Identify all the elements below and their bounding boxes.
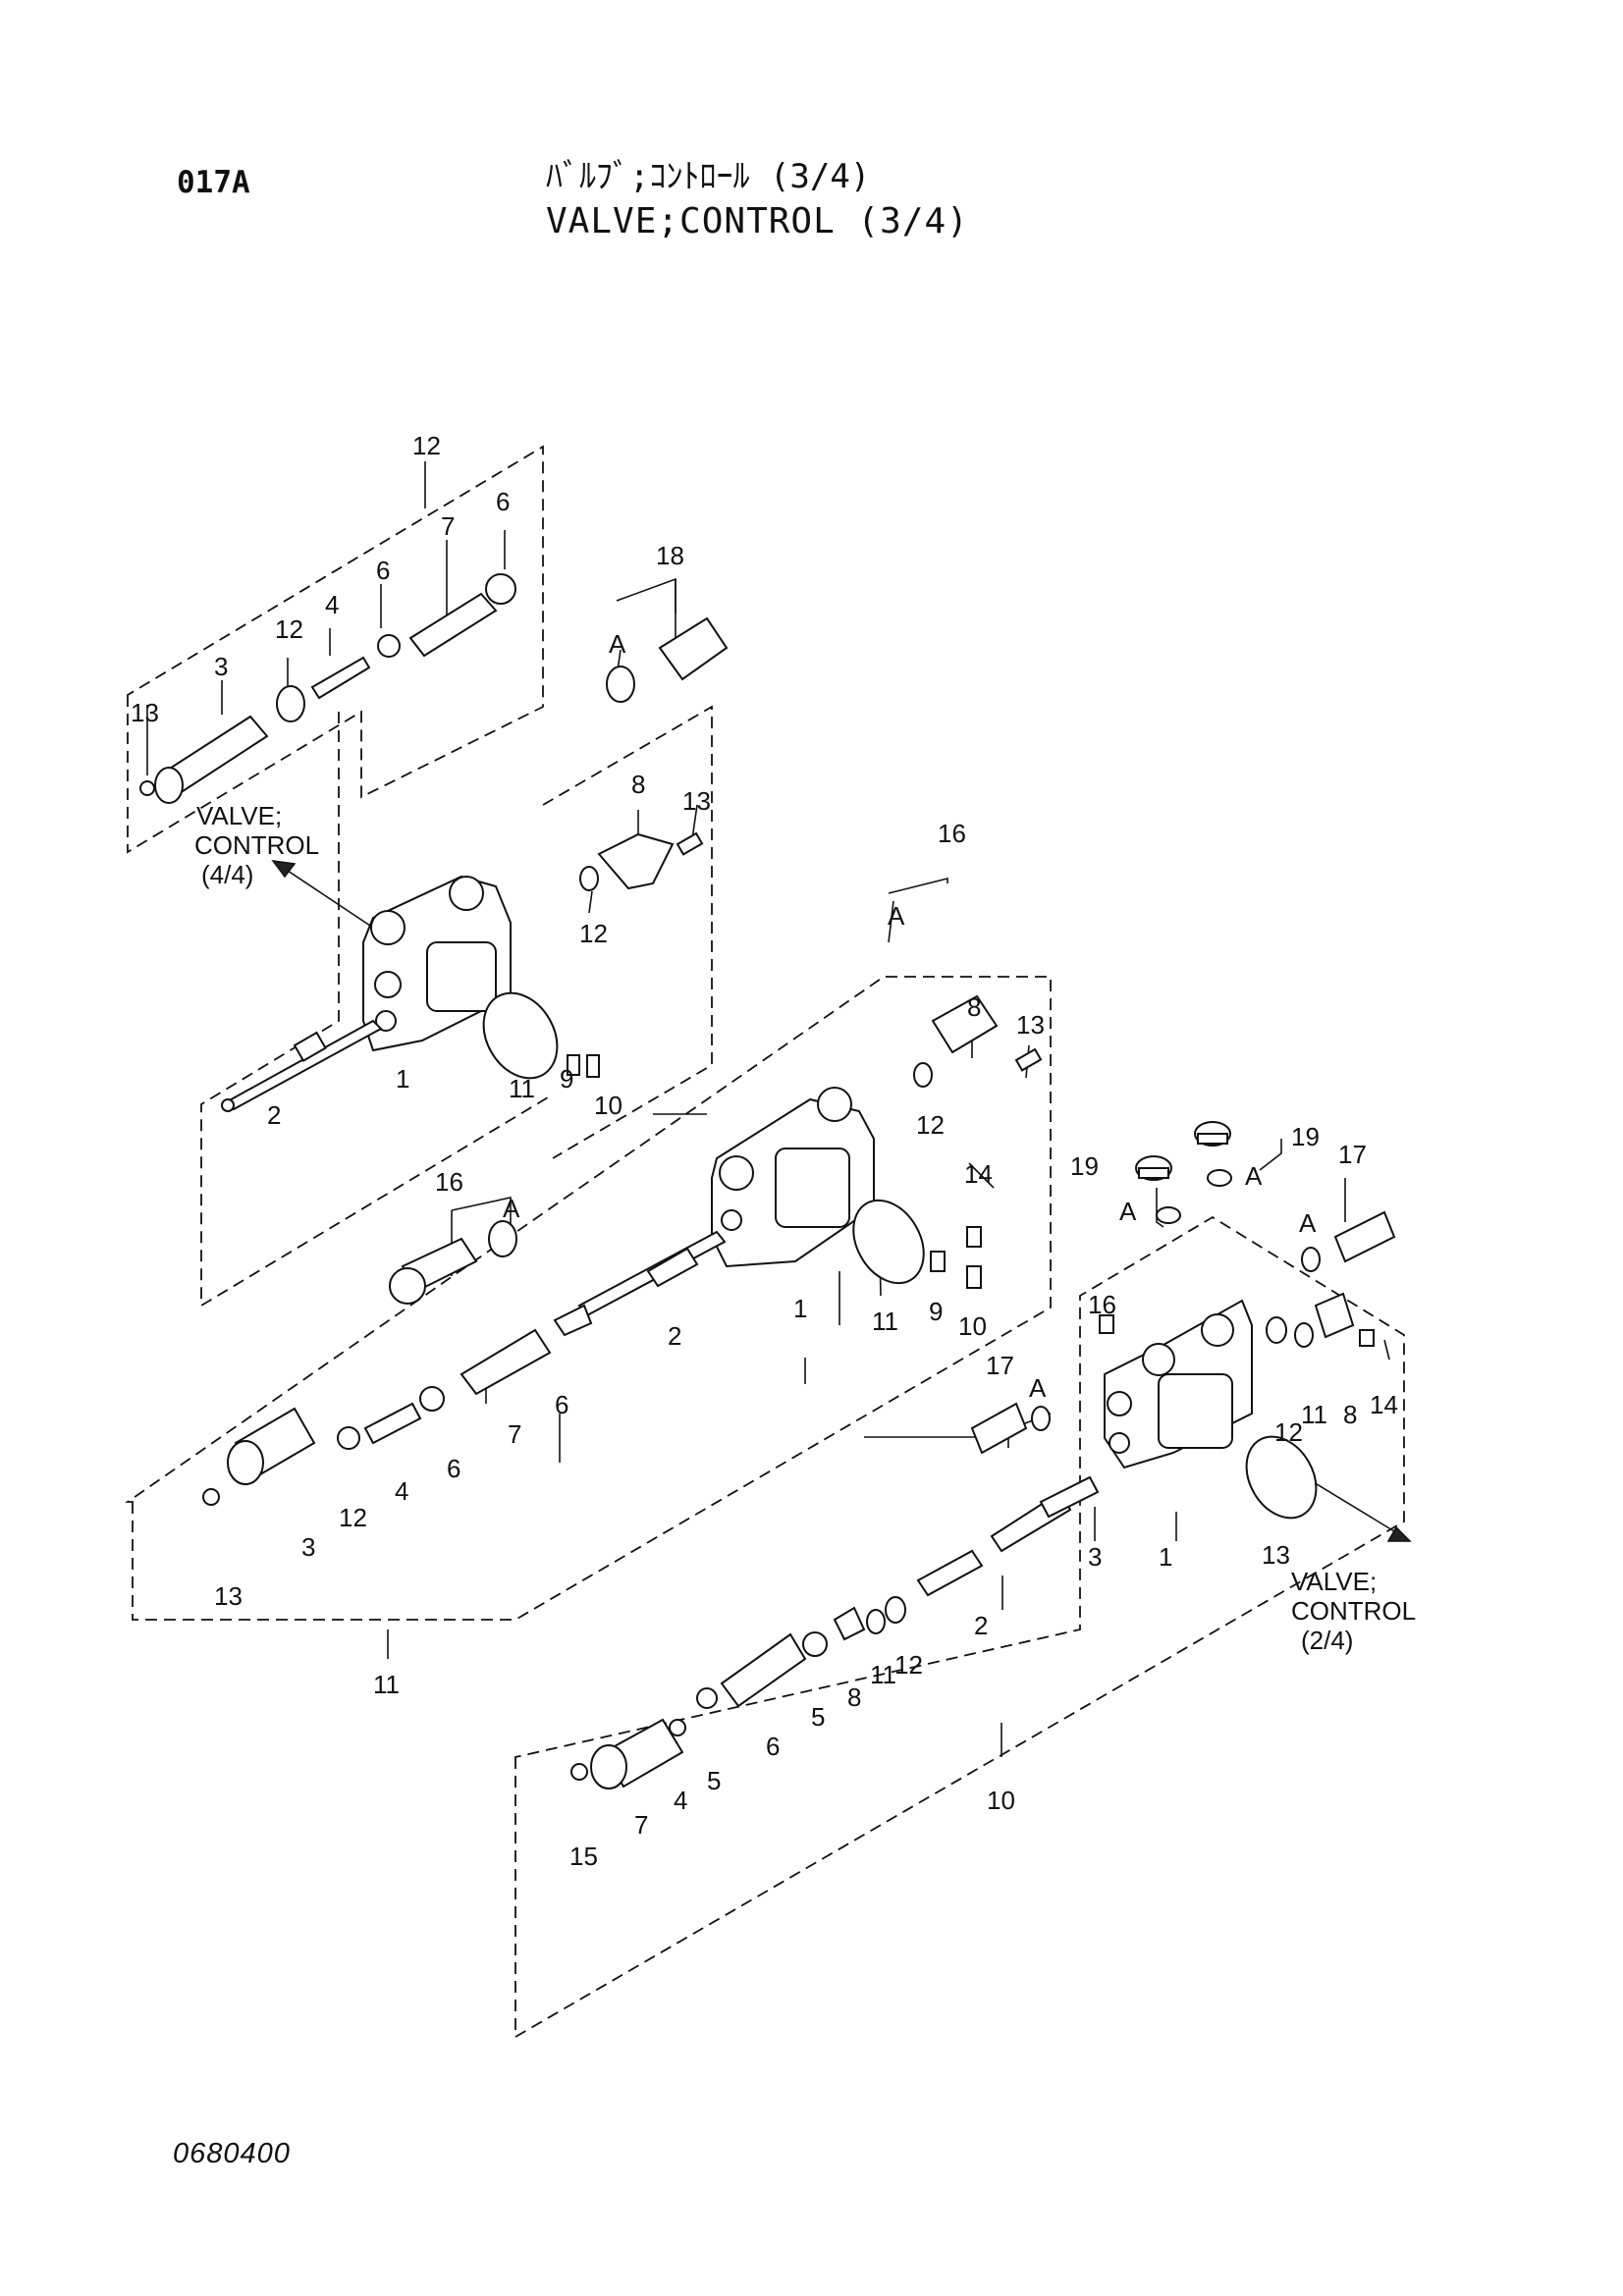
callout: 11: [872, 1307, 898, 1336]
spool-upper: [221, 1019, 383, 1112]
callout: A: [888, 901, 905, 931]
callout: 4: [395, 1476, 408, 1506]
svg-text:(4/4): (4/4): [201, 860, 253, 889]
callout: 12: [579, 919, 608, 948]
callout: 2: [668, 1321, 681, 1351]
callout: 13: [214, 1581, 243, 1611]
group-18-link: [542, 705, 713, 1159]
callout: 1: [396, 1064, 409, 1094]
callout: 12: [412, 431, 441, 460]
callout: 3: [301, 1532, 315, 1562]
callout: 13: [1262, 1540, 1290, 1570]
group-12-parts: [139, 573, 729, 891]
callout: 11: [373, 1670, 400, 1699]
callout: 2: [267, 1100, 281, 1130]
group-10-outline: [514, 1215, 1405, 2039]
callout: 13: [1016, 1010, 1045, 1040]
callout: 2: [974, 1611, 988, 1640]
page-code: 017A: [177, 165, 250, 200]
callout: 6: [447, 1454, 460, 1483]
callout: 8: [847, 1682, 861, 1712]
svg-text:(2/4): (2/4): [1301, 1626, 1353, 1655]
callout: 16: [1088, 1290, 1116, 1319]
valve-body-right: [1099, 1292, 1375, 1520]
callout: 16: [435, 1167, 463, 1197]
callout: 10: [958, 1311, 987, 1341]
callout: 9: [560, 1064, 573, 1094]
callout: 12: [1274, 1417, 1303, 1447]
callout: 14: [964, 1159, 993, 1189]
callout: A: [1029, 1373, 1047, 1403]
title-japanese: ﾊﾞﾙﾌﾞ;ｺﾝﾄﾛｰﾙ (3/4): [546, 157, 871, 196]
ref-valve-4-4: VALVE; CONTROL (4/4): [194, 801, 319, 889]
valve-body-middle: [711, 994, 1043, 1289]
callout: A: [1299, 1208, 1317, 1238]
callout: 18: [656, 541, 684, 570]
callout: 5: [707, 1766, 721, 1795]
callout: 19: [1291, 1122, 1320, 1151]
callout: 19: [1070, 1151, 1099, 1181]
valve-body-upper: [362, 875, 600, 1080]
callout: 12: [339, 1503, 367, 1532]
callout: 13: [131, 698, 159, 727]
callout: 7: [441, 511, 455, 541]
callout: 7: [634, 1810, 648, 1840]
callout: 12: [916, 1110, 945, 1140]
callout: 4: [325, 590, 339, 619]
callout: 10: [594, 1091, 622, 1120]
callout: 9: [929, 1297, 943, 1326]
group-11-upper-outline: [200, 712, 554, 1308]
callout: 14: [1370, 1390, 1398, 1419]
callout: 11: [509, 1074, 535, 1103]
callout: A: [503, 1194, 520, 1223]
lower-right-spool-chain: [570, 1475, 1100, 1789]
group-12-outline: [127, 445, 544, 854]
callout: 6: [766, 1732, 780, 1761]
callout: 17: [986, 1351, 1014, 1380]
callout: 13: [682, 786, 711, 816]
callout: 7: [508, 1419, 521, 1449]
title-english: VALVE;CONTROL (3/4): [546, 201, 969, 241]
callout: 8: [631, 770, 645, 799]
callout: 1: [1159, 1542, 1172, 1572]
callout: 4: [674, 1786, 687, 1815]
callout: 11: [870, 1660, 896, 1689]
callout: 6: [496, 487, 510, 516]
callout: 8: [967, 992, 981, 1022]
svg-text:CONTROL: CONTROL: [1291, 1596, 1416, 1626]
arrow-to-valve-4-4: [271, 860, 374, 929]
callout: 6: [376, 556, 390, 585]
svg-text:CONTROL: CONTROL: [194, 830, 319, 860]
callout: 15: [569, 1842, 598, 1871]
callout: 12: [894, 1650, 923, 1680]
callout: 5: [811, 1702, 825, 1732]
callout: 8: [1343, 1400, 1357, 1429]
callout: 6: [555, 1390, 568, 1419]
ref-valve-2-4: VALVE; CONTROL (2/4): [1291, 1567, 1416, 1655]
svg-text:VALVE;: VALVE;: [196, 801, 282, 830]
callout: 3: [1088, 1542, 1102, 1572]
callout: 1: [793, 1294, 807, 1323]
callout: 10: [987, 1786, 1015, 1815]
callout: A: [609, 629, 626, 659]
callout: A: [1245, 1161, 1263, 1191]
callout: 11: [1301, 1400, 1327, 1429]
leader-lines: [146, 461, 1390, 1757]
plugs-and-fittings: [970, 1121, 1396, 1455]
callout: 12: [275, 614, 303, 644]
drawing-number: 0680400: [173, 2138, 291, 2169]
callout: 16: [938, 819, 966, 848]
callout: 17: [1338, 1140, 1367, 1169]
middle-spool-chain: [202, 1220, 727, 1506]
callout-labels: 12 6 7 6 4 12 3 13 18 A 8 13 12 1 2 11 9…: [131, 431, 1398, 1871]
callout: A: [1119, 1197, 1137, 1226]
callout: 3: [214, 652, 228, 681]
group-outlines: [125, 445, 1405, 2039]
svg-text:VALVE;: VALVE;: [1291, 1567, 1377, 1596]
